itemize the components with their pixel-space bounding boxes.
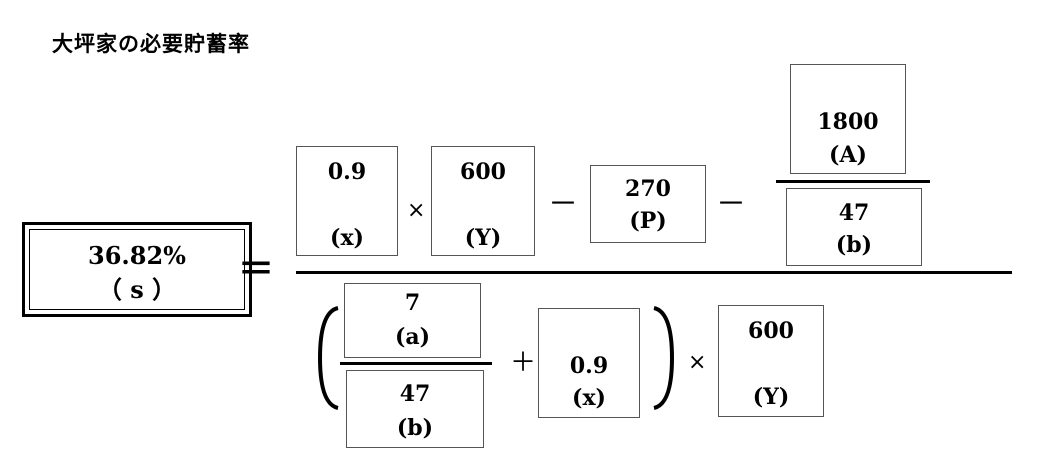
denominator-b-box: 47 (b) <box>346 370 484 448</box>
result-box: 36.82% （ s ） <box>22 222 252 317</box>
denominator-b-value: 47 <box>399 381 431 407</box>
denominator-x-label: (x) <box>572 385 606 411</box>
denominator-a-value: 7 <box>404 290 421 316</box>
numerator-P-box: 270 (P) <box>590 165 706 243</box>
denominator-a-box: 7 (a) <box>344 283 481 358</box>
times-sign-numerator: × <box>407 198 426 223</box>
numerator-b-value: 47 <box>838 200 870 226</box>
minus-sign-2: － <box>716 187 746 222</box>
numerator-A-value: 1800 <box>817 109 879 135</box>
numerator-A-box: 1800 (A) <box>790 64 906 174</box>
numerator-x-box: 0.9 (x) <box>296 146 398 256</box>
numerator-Y-value: 600 <box>460 159 506 185</box>
numerator-Y-box: 600 (Y) <box>431 146 535 256</box>
inner-fraction-bar-bottom <box>340 362 492 365</box>
plus-sign: ＋ <box>510 348 537 378</box>
main-fraction-bar <box>296 271 1012 274</box>
times-sign-denominator: × <box>688 350 707 375</box>
numerator-x-value: 0.9 <box>327 159 367 185</box>
denominator-x-box: 0.9 (x) <box>538 308 640 418</box>
right-paren-icon <box>653 306 675 410</box>
page-title: 大坪家の必要貯蓄率 <box>52 32 250 56</box>
result-value: 36.82% <box>88 241 186 270</box>
numerator-P-label: (P) <box>629 208 667 234</box>
result-label: （ s ） <box>97 275 177 304</box>
numerator-b-label: (b) <box>835 232 873 258</box>
equals-sign: ＝ <box>238 249 275 290</box>
denominator-x-value: 0.9 <box>569 353 609 379</box>
numerator-A-label: (A) <box>829 142 867 168</box>
numerator-P-value: 270 <box>625 176 671 202</box>
denominator-Y-label: (Y) <box>752 384 790 410</box>
inner-fraction-bar-top <box>776 180 930 183</box>
numerator-b-box: 47 (b) <box>786 188 922 266</box>
minus-sign-1: － <box>548 187 578 222</box>
denominator-Y-value: 600 <box>748 318 794 344</box>
numerator-x-label: (x) <box>330 225 364 251</box>
denominator-b-label: (b) <box>396 415 434 441</box>
left-paren-icon <box>317 306 339 410</box>
denominator-Y-box: 600 (Y) <box>718 305 824 417</box>
numerator-Y-label: (Y) <box>464 225 502 251</box>
denominator-a-label: (a) <box>394 324 431 350</box>
